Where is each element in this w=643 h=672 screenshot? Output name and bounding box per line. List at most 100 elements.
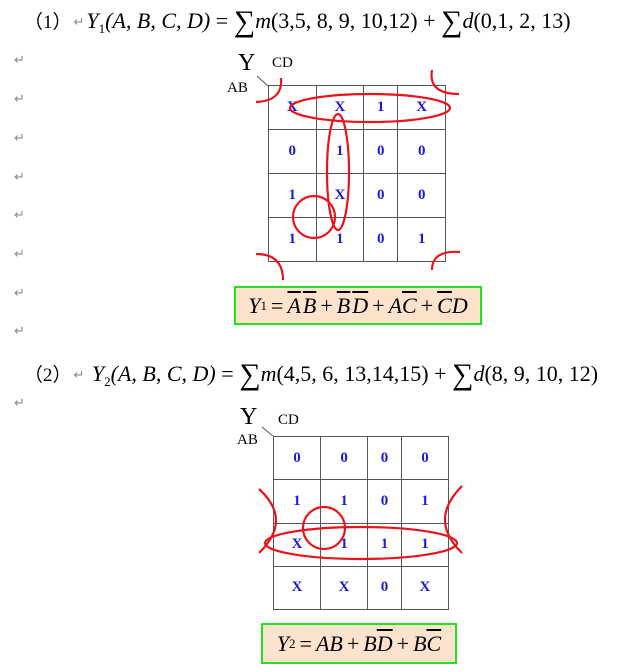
dontcare-label: d <box>462 8 474 33</box>
kmap-cell: X <box>268 85 317 130</box>
kmap-row: X 1 1 1 <box>272 522 450 567</box>
function-subscript: 2 <box>104 374 111 389</box>
kmap-cell: 0 <box>363 217 399 262</box>
kmap2-row-vars: AB <box>237 432 258 448</box>
paragraph-mark-icon: ↵ <box>14 170 25 185</box>
kmap2-output-label: Y <box>240 404 258 430</box>
kmap-cell: 0 <box>397 129 446 174</box>
function-name: Y <box>86 8 99 33</box>
kmap2-corner-diagonal <box>261 426 274 437</box>
kmap-cell: 0 <box>397 173 446 218</box>
var-A: A <box>315 630 330 656</box>
plus-sign: + <box>346 630 360 656</box>
kmap-cell: 0 <box>272 435 322 481</box>
result-term: CD <box>437 293 468 319</box>
kmap-cell: X <box>315 85 365 130</box>
kmap1-column-vars: CD <box>272 55 293 71</box>
paragraph-mark-icon: ↵ <box>14 324 25 339</box>
kmap2-column-vars: CD <box>278 412 299 428</box>
var-C-bar: C <box>426 630 442 656</box>
plus-sign: + <box>372 292 385 318</box>
kmap-cell: X <box>400 565 450 611</box>
kmap1-corner-diagonal <box>256 75 269 87</box>
var-D-bar: D <box>352 292 369 318</box>
dontcare-list: (0,1, 2, 13) <box>473 8 571 33</box>
kmap-cell: 0 <box>363 129 399 174</box>
minterm-list: (3,5, 8, 9, 10,12) <box>270 8 418 33</box>
kmap-cell: 1 <box>367 522 402 567</box>
sigma-icon: ∑ <box>452 358 474 391</box>
var-D-bar: D <box>376 630 393 656</box>
equals-sign: = <box>221 361 234 386</box>
kmap2-grid: 0 0 0 0 1 1 0 1 X 1 1 1 X X 0 X <box>272 435 450 611</box>
problem1-number: （1） <box>24 12 72 33</box>
kmap-cell: 0 <box>363 173 399 218</box>
problem2-number: （2） <box>24 365 72 386</box>
plus-sign: + <box>423 8 436 33</box>
kmap-cell: X <box>397 85 446 130</box>
paragraph-mark-icon: ↵ <box>14 131 25 146</box>
sigma-icon: ∑ <box>233 5 256 38</box>
paragraph-mark-icon: ↵ <box>14 53 25 68</box>
paragraph-mark-icon: ↵ <box>14 247 25 262</box>
paragraph-mark-icon: ↵ <box>14 286 25 301</box>
problem1-equation: （1）↵Y1(A, B, C, D) = ∑m(3,5, 8, 9, 10,12… <box>24 5 571 42</box>
kmap-cell: 1 <box>363 85 399 130</box>
kmap-cell: 0 <box>320 435 369 481</box>
var-B: B <box>363 630 377 656</box>
minterm-list: (4,5, 6, 13,14,15) <box>276 361 429 386</box>
kmap-row: X X 0 X <box>272 565 450 611</box>
kmap-cell: 0 <box>367 565 402 611</box>
var-B: B <box>413 630 427 656</box>
equals-sign: = <box>215 8 229 33</box>
kmap-row: 0 0 0 0 <box>272 435 450 481</box>
var-A: A <box>388 292 403 318</box>
kmap-cell: 1 <box>268 217 317 262</box>
paragraph-mark-icon: ↵ <box>73 368 85 383</box>
kmap-cell: 0 <box>268 129 317 174</box>
kmap-cell: X <box>272 522 322 567</box>
kmap-cell: 1 <box>320 522 369 567</box>
equals-sign: = <box>271 292 284 318</box>
result-lhs: Y <box>248 292 261 318</box>
var-C-bar: C <box>437 292 452 318</box>
kmap-cell: 0 <box>367 435 402 481</box>
equals-sign: = <box>299 630 312 656</box>
result-term: BC <box>413 631 441 657</box>
kmap1-grid: X X 1 X 0 1 0 0 1 X 0 0 1 1 0 1 <box>268 85 446 262</box>
plus-sign: + <box>396 630 410 656</box>
result-lhs-subscript: 2 <box>289 635 296 651</box>
kmap-cell: X <box>272 565 322 611</box>
result-lhs: Y <box>276 630 290 656</box>
kmap-row: X X 1 X <box>268 85 446 130</box>
kmap1-row-vars: AB <box>227 80 248 96</box>
result-lhs-subscript: 1 <box>260 297 268 313</box>
result-term: BD <box>337 293 368 319</box>
paragraph-mark-icon: ↵ <box>14 92 25 107</box>
var-C-bar: C <box>402 292 417 318</box>
kmap-row: 0 1 0 0 <box>268 129 446 174</box>
function-args: (A, B, C, D) <box>110 361 216 386</box>
kmap-row: 1 1 0 1 <box>268 217 446 262</box>
kmap-cell: 0 <box>400 435 450 481</box>
minterm-label: m <box>260 361 277 386</box>
result-term: BD <box>363 631 392 657</box>
plus-sign: + <box>320 292 333 318</box>
function-args: (A, B, C, D) <box>105 8 211 33</box>
plus-sign: + <box>434 361 447 386</box>
function-subscript: 1 <box>98 21 106 36</box>
function-name: Y <box>91 361 105 386</box>
kmap-cell: 1 <box>400 522 450 567</box>
var-D: D <box>451 292 468 318</box>
var-A-bar: A <box>287 292 301 318</box>
kmap-cell: 1 <box>268 173 317 218</box>
sigma-icon: ∑ <box>239 358 261 391</box>
kmap-cell: X <box>315 173 365 218</box>
result-term: AB <box>287 293 316 319</box>
kmap-cell: 1 <box>397 217 446 262</box>
problem2-equation: （2）↵ Y2(A, B, C, D) = ∑m(4,5, 6, 13,14,1… <box>24 358 598 395</box>
kmap-row: 1 1 0 1 <box>272 479 450 524</box>
minterm-label: m <box>255 8 271 33</box>
